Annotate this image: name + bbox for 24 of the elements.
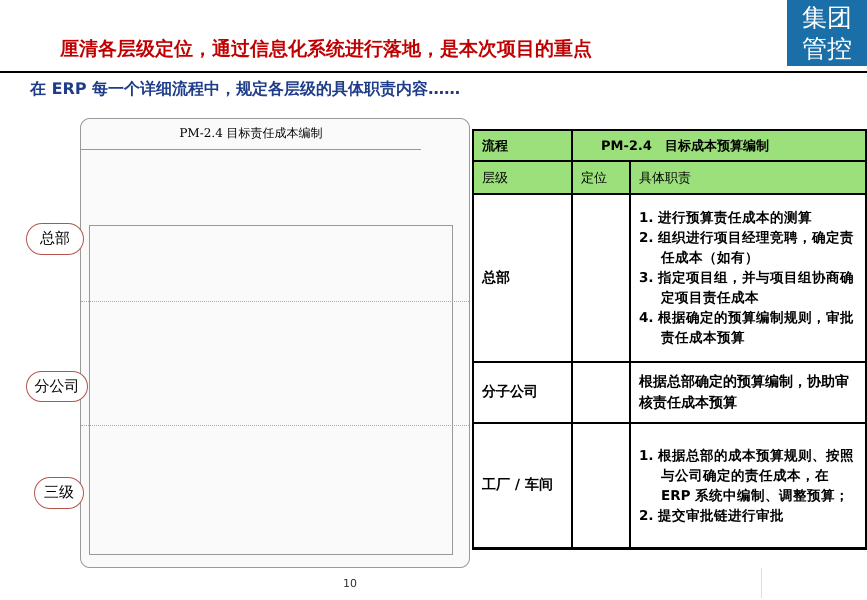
- lane-label: 总部: [26, 223, 84, 255]
- header-cell: 层级: [473, 161, 572, 194]
- slide-title: 厘清各层级定位，通过信息化系统进行落地，是本次项目的重点: [60, 37, 593, 62]
- header-cell: 定位: [572, 161, 630, 194]
- list-item: 4. 根据确定的预算编制规则，审批责任成本预算: [639, 309, 856, 348]
- table-cell: 工厂 / 车间: [473, 423, 572, 548]
- header-cell: PM-2.4 目标成本预算编制: [572, 130, 866, 161]
- page-number: 10: [342, 577, 358, 592]
- list-item: 2. 组织进行项目经理竞聘，确定责任成本（如有）: [639, 229, 856, 268]
- subtitle: 在 ERP 每一个详细流程中，规定各层级的具体职责内容……: [30, 79, 462, 100]
- list-item: 1. 进行预算责任成本的测算: [639, 209, 814, 228]
- table-cell: 根据总部确定的预算编制，协助审核责任成本预算: [630, 362, 866, 423]
- header-cell: 具体职责: [630, 161, 866, 194]
- list-item: 3. 指定项目组，并与项目组协商确定项目责任成本: [639, 269, 856, 308]
- table-cell: 总部: [473, 194, 572, 362]
- lane-label: 分公司: [26, 371, 88, 402]
- list-item: 1. 根据总部的成本预算规则、按照与公司确定的责任成本，在 ERP 系统中编制、调整预算；: [639, 446, 856, 506]
- section-tag: 集团管控: [787, 0, 867, 66]
- list-item: 2. 提交审批链进行审批: [639, 506, 786, 526]
- flowchart-title: PM-2.4 目标责任成本编制: [178, 125, 324, 142]
- lane-label: 三级: [34, 477, 84, 509]
- header-cell: 流程: [473, 130, 572, 161]
- table-cell: 分子公司: [473, 362, 572, 423]
- flowchart-frame: [80, 118, 470, 568]
